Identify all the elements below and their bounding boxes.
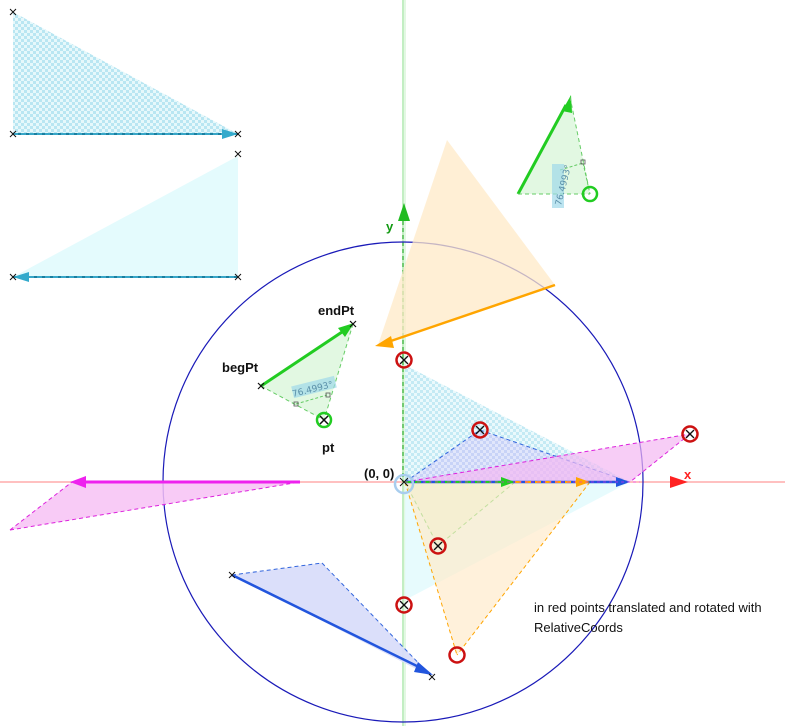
pt-marker-main bbox=[315, 411, 333, 429]
x-axis-label: x bbox=[684, 467, 692, 482]
red-marker bbox=[395, 351, 413, 369]
pt-label: pt bbox=[322, 440, 335, 455]
orange-triangle-lower bbox=[405, 482, 590, 655]
red-marker bbox=[448, 646, 466, 664]
pt-marker-top bbox=[581, 185, 599, 203]
y-axis-arrowhead bbox=[398, 203, 410, 221]
green-triangle-main: 76.4993° begPt endPt pt bbox=[222, 303, 357, 455]
reference-triangle-top bbox=[9, 8, 242, 139]
red-marker bbox=[429, 537, 447, 555]
end-pt-label: endPt bbox=[318, 303, 355, 318]
red-marker bbox=[681, 425, 699, 443]
origin-label: (0, 0) bbox=[364, 466, 394, 481]
x-axis-arrowhead bbox=[670, 476, 688, 488]
origin-marker bbox=[393, 473, 415, 495]
beg-pt-label: begPt bbox=[222, 360, 259, 375]
note-line-2: RelativeCoords bbox=[534, 620, 623, 635]
red-marker bbox=[471, 421, 489, 439]
red-point-markers bbox=[395, 351, 699, 664]
red-marker bbox=[395, 596, 413, 614]
blue-triangle-lower bbox=[228, 562, 436, 681]
note-line-1: in red points translated and rotated wit… bbox=[534, 600, 762, 615]
reference-triangle-second bbox=[9, 150, 242, 282]
y-axis-label: y bbox=[386, 219, 394, 234]
orange-triangle-upper bbox=[378, 140, 555, 345]
green-triangle-top-right: 76.4993° bbox=[516, 95, 599, 208]
orange-vector-upper bbox=[384, 283, 556, 345]
